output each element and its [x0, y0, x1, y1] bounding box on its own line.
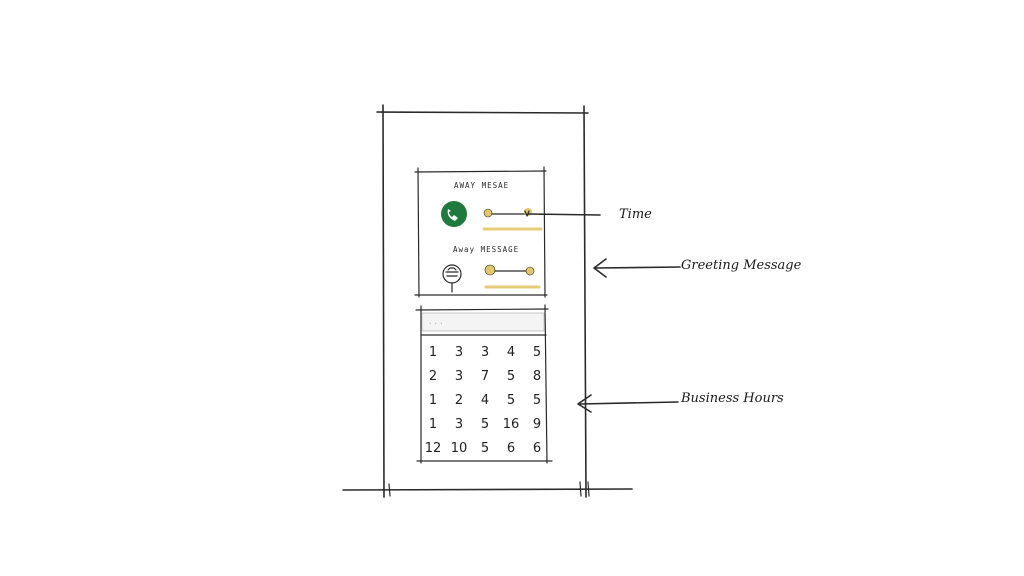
- calendar-cell[interactable]: 6: [506, 440, 516, 456]
- calendar-cell[interactable]: 5: [480, 416, 490, 432]
- time-slider: [482, 208, 543, 231]
- calendar-cell[interactable]: 5: [532, 344, 542, 360]
- calendar-cell[interactable]: 9: [532, 416, 542, 432]
- calendar-cell[interactable]: 3: [454, 368, 464, 384]
- calendar-cell[interactable]: 7: [480, 368, 490, 384]
- calendar-cell[interactable]: 4: [480, 392, 490, 408]
- calendar-search-input[interactable]: ...: [428, 317, 445, 326]
- greeting-message-label: Greeting Message: [681, 258, 802, 273]
- calendar-cell[interactable]: 5: [480, 440, 490, 456]
- business-hours-arrow: [577, 394, 679, 413]
- away-message-card: [414, 166, 548, 298]
- calendar-cell[interactable]: 2: [454, 392, 464, 408]
- calendar-cell[interactable]: 3: [454, 416, 464, 432]
- calendar-cell[interactable]: 1: [428, 416, 438, 432]
- card-title-2: Away MESSAGE: [453, 245, 520, 254]
- calendar-cell[interactable]: 1: [428, 392, 438, 408]
- business-hours-label: Business Hours: [681, 391, 784, 406]
- calendar-cell[interactable]: 1: [428, 344, 438, 360]
- phone-icon: [441, 201, 467, 227]
- business-hours-card: [415, 304, 553, 464]
- time-label: Time: [619, 207, 652, 222]
- calendar-cell[interactable]: 3: [454, 344, 464, 360]
- avatar-icon: [442, 264, 462, 293]
- calendar-cell[interactable]: 2: [428, 368, 438, 384]
- greeting-slider: [484, 264, 541, 289]
- greeting-arrow: [593, 258, 681, 278]
- phone-frame: [342, 104, 633, 498]
- calendar-cell[interactable]: 8: [532, 368, 542, 384]
- calendar-cell[interactable]: 5: [506, 368, 516, 384]
- calendar-cell[interactable]: 5: [532, 392, 542, 408]
- calendar-cell[interactable]: 10: [450, 440, 468, 456]
- card-title-1: AWAY MESAE: [454, 181, 510, 190]
- calendar-cell[interactable]: 4: [506, 344, 516, 360]
- calendar-cell[interactable]: 6: [532, 440, 542, 456]
- calendar-cell[interactable]: 3: [480, 344, 490, 360]
- time-arrow: [527, 213, 601, 216]
- calendar-cell[interactable]: 5: [506, 392, 516, 408]
- calendar-cell[interactable]: 12: [424, 440, 442, 456]
- calendar-cell[interactable]: 16: [502, 416, 520, 432]
